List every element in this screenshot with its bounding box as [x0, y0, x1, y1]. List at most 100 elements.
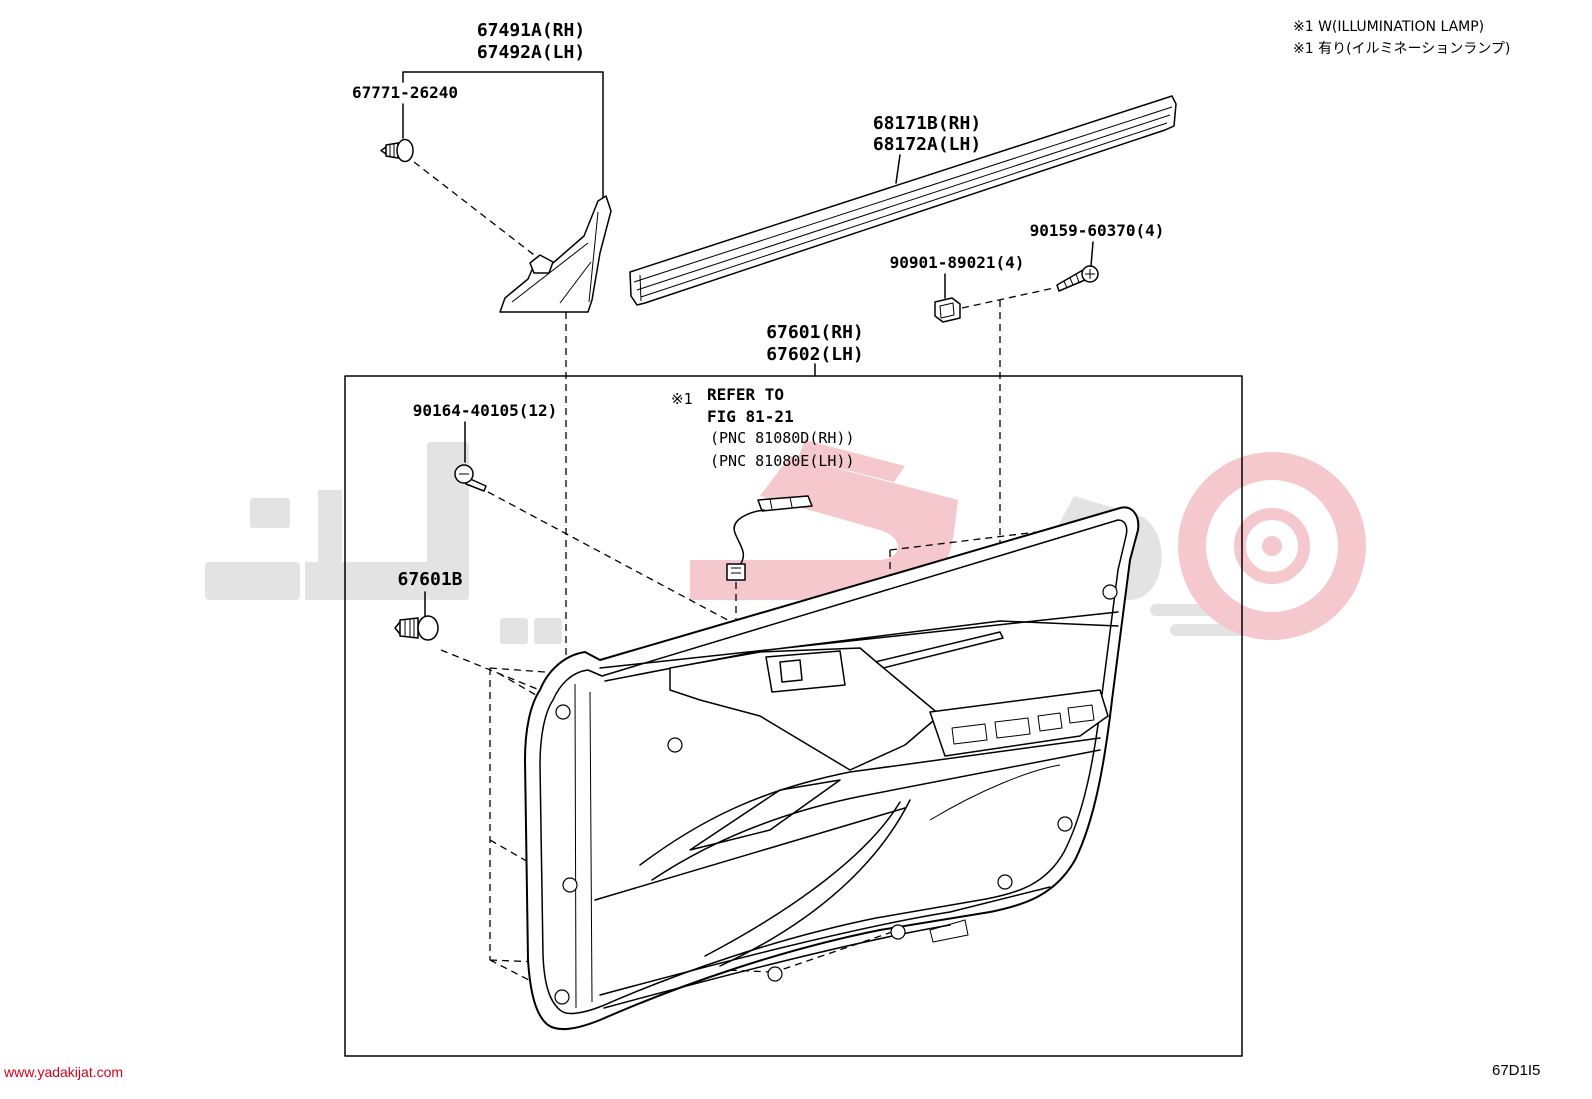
trim-clip-ribs	[404, 618, 415, 638]
garnish-clip-dashed-line	[413, 161, 539, 259]
watermark-shape	[205, 562, 300, 600]
push-clip-icon	[380, 138, 414, 163]
garnish-outline	[499, 195, 612, 313]
weatherstrip-outline	[629, 95, 1177, 306]
clip-hole	[997, 874, 1013, 890]
illumination-lamp-icon	[726, 495, 813, 581]
figure-code: 67D1I5	[1492, 1062, 1540, 1079]
weatherstrip-lh-label: 68172A(LH)	[873, 134, 981, 155]
door-trim-callout: 67601(RH) 67602(LH)	[766, 322, 864, 377]
trim-clip-tip	[394, 621, 401, 635]
weatherstrip-part	[629, 95, 1177, 306]
screw-icon	[1056, 265, 1099, 292]
clip-holes	[554, 584, 1118, 1005]
door-trim-left-ribs	[574, 683, 593, 1009]
reference-note: ※1 REFER TO FIG 81-21 (PNC 81080D(RH)) (…	[671, 385, 855, 470]
nut-body	[934, 297, 961, 323]
trim-clip-head	[417, 615, 439, 641]
watermark-shape	[250, 498, 290, 528]
clip-hole	[767, 966, 783, 982]
screw-cross	[1085, 269, 1095, 279]
screw-callout: 90159-60370(4)	[1030, 221, 1165, 267]
garnish-detail	[511, 211, 599, 304]
lamp-connector-detail	[731, 567, 741, 574]
watermark-gear-ring	[1178, 452, 1366, 640]
watermark-shape	[305, 490, 342, 600]
garnish-part	[499, 195, 612, 313]
door-trim-panel	[524, 506, 1140, 1031]
screw-threads	[1063, 273, 1080, 289]
note-illumination-ja: ※1 有り(イルミネーションランプ)	[1293, 41, 1510, 57]
watermark-shape	[798, 440, 905, 482]
window-switch-panel	[929, 689, 1109, 757]
note-illumination-en: ※1 W(ILLUMINATION LAMP)	[1293, 19, 1484, 35]
clip-ribs	[389, 143, 395, 158]
lamp-wire	[733, 509, 765, 566]
watermark-shape	[500, 618, 528, 644]
weatherstrip-callout: 68171B(RH) 68172A(LH)	[873, 113, 981, 184]
screw-label: 90159-60370(4)	[1030, 221, 1165, 240]
door-trim-group-box	[344, 375, 1243, 1057]
trim-screw-label: 90164-40105(12)	[413, 401, 558, 420]
clip-nut-icon	[934, 297, 961, 323]
clip-hole	[554, 989, 570, 1005]
lamp-detail	[769, 496, 793, 510]
garnish-clip-callout: 67771-26240	[352, 83, 458, 139]
nut-label: 90901-89021(4)	[890, 253, 1025, 272]
garnish-callout: 67491A(RH) 67492A(LH)	[402, 20, 604, 198]
clip-head	[396, 138, 414, 163]
door-pull-pocket	[689, 779, 841, 851]
armrest-upper	[639, 737, 1101, 866]
clip-hole	[1102, 584, 1118, 600]
armrest-lower	[651, 749, 1101, 881]
door-pocket-curve	[704, 799, 911, 967]
lamp-body	[757, 495, 813, 512]
window-switch-openings	[951, 704, 1095, 745]
nut-callout: 90901-89021(4)	[890, 253, 1025, 299]
garnish-clip-base	[529, 254, 554, 274]
trim-screw-callout: 90164-40105(12)	[413, 401, 558, 463]
trim-clip-callout: 67601B	[397, 569, 463, 617]
door-trim-inner-edge	[539, 519, 1128, 1015]
clip-hole	[890, 924, 906, 940]
reference-line-4: (PNC 81080E(LH))	[710, 452, 855, 470]
trim-screw-dashed-line	[487, 491, 766, 641]
trim-clip-label: 67601B	[397, 569, 462, 590]
reference-mark: ※1	[671, 390, 693, 408]
push-clip-icon	[394, 615, 439, 641]
clip-hole	[562, 877, 578, 893]
garnish-leader-bracket	[402, 71, 604, 198]
door-trim-rh-label: 67601(RH)	[766, 322, 864, 343]
weatherstrip-rh-label: 68171B(RH)	[873, 113, 981, 134]
reference-line-3: (PNC 81080D(RH))	[710, 429, 855, 447]
lower-trim-detail	[929, 764, 1061, 943]
clip-hole	[667, 737, 683, 753]
lamp-connector	[726, 563, 746, 581]
reference-line-1: REFER TO	[707, 385, 784, 404]
trim-clip-stem	[399, 617, 419, 639]
clip-hole	[1057, 816, 1073, 832]
website-link[interactable]: www.yadakijat.com	[3, 1064, 123, 1080]
nut-screw-dashed-line	[961, 287, 1055, 309]
watermark-gear-inner	[1234, 508, 1310, 584]
garnish-lh-label: 67492A(LH)	[477, 42, 585, 63]
garnish-clip-label: 67771-26240	[352, 83, 458, 102]
clip-hole	[555, 704, 571, 720]
weatherstrip-detail	[633, 106, 1173, 302]
watermark-pink-shapes	[690, 440, 1366, 640]
inner-handle	[765, 650, 846, 693]
weatherstrip-leader	[895, 154, 901, 184]
garnish-rh-label: 67491A(RH)	[477, 20, 585, 41]
reference-line-2: FIG 81-21	[707, 407, 794, 426]
inner-handle-bezel	[669, 647, 941, 771]
lower-trim-contour	[594, 807, 1051, 1009]
watermark-shape	[690, 456, 958, 600]
left-dashed-guide	[489, 667, 773, 998]
clip-stem	[385, 142, 399, 159]
watermark-gear-center	[1262, 536, 1282, 556]
nut-detail	[939, 302, 955, 319]
watermark-shape	[342, 562, 427, 600]
door-trim-lh-label: 67602(LH)	[766, 344, 864, 365]
clip-tip	[380, 146, 387, 155]
